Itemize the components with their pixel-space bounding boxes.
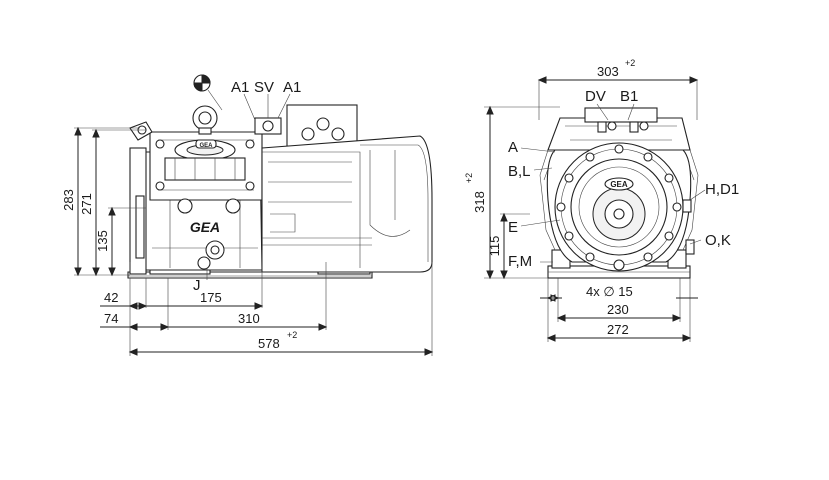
label-ok: O,K [705, 232, 731, 249]
label-sv: SV [254, 79, 274, 96]
svg-text:GEA: GEA [190, 219, 220, 235]
gea-logo: GEA [604, 177, 634, 191]
label-a1-left: A1 [231, 79, 249, 96]
center-of-gravity-icon [193, 74, 223, 111]
dim-283: 283 [61, 189, 76, 211]
dim-115: 115 [487, 236, 502, 257]
dim-42: 42 [104, 290, 118, 305]
front-view: GEA [484, 76, 706, 342]
dim-303: 303 [597, 64, 619, 79]
label-a: A [508, 139, 518, 156]
dim-310: 310 [238, 311, 260, 326]
gea-logo: GEA [195, 139, 217, 149]
dim-holes: 4x ∅ 15 [586, 284, 633, 299]
svg-text:GEA: GEA [199, 143, 213, 149]
dim-578-tolerance: +2 [287, 330, 297, 340]
label-e: E [508, 219, 518, 236]
dim-135: 135 [95, 230, 110, 252]
dim-303-tolerance: +2 [625, 58, 635, 68]
svg-text:GEA: GEA [610, 180, 628, 189]
dim-74: 74 [104, 311, 118, 326]
label-fm: F,M [508, 253, 532, 270]
label-dv: DV [585, 88, 606, 105]
dim-318-tolerance: +2 [464, 173, 474, 183]
label-b1: B1 [620, 88, 638, 105]
gea-logo: GEA [190, 219, 220, 235]
label-hd1: H,D1 [705, 181, 739, 198]
label-a1-right: A1 [283, 79, 301, 96]
dim-230: 230 [607, 302, 629, 317]
side-view: GEA GEA [74, 74, 434, 356]
dim-318: 318 [472, 191, 487, 213]
dim-175: 175 [200, 290, 222, 305]
label-j: J [193, 277, 201, 294]
dim-272: 272 [607, 322, 629, 337]
dim-271: 271 [79, 193, 94, 215]
dim-578: 578 [258, 336, 280, 351]
label-bl: B,L [508, 163, 531, 180]
